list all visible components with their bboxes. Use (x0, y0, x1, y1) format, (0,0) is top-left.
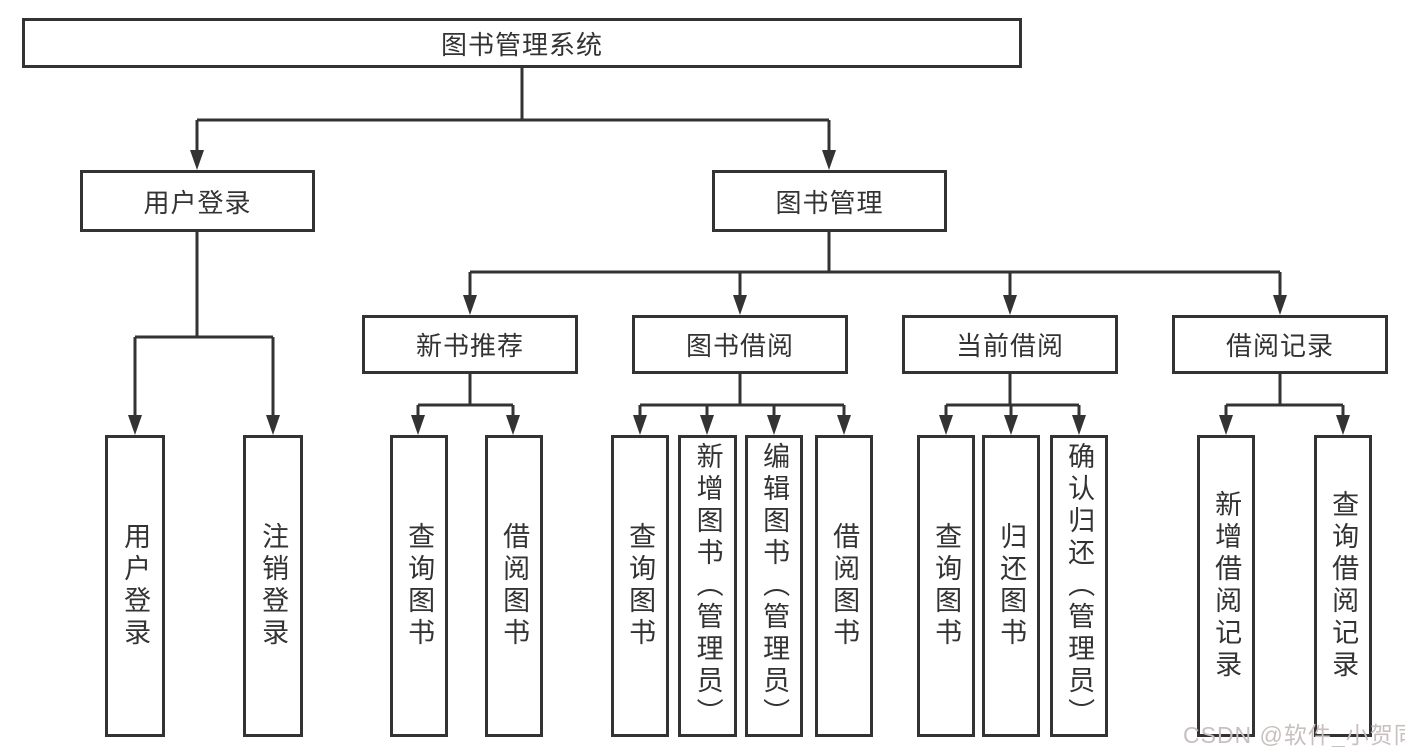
node-current-borrowing: 当前借阅 (902, 315, 1118, 374)
node-root: 图书管理系统 (22, 18, 1022, 68)
arrow-down-icon (506, 415, 520, 435)
arrow-down-icon (1003, 295, 1017, 315)
leaf-bb-edit-books-label: 编辑图书（管理员） (759, 442, 790, 730)
leaf-cb-return-books: 归还图书 (982, 435, 1040, 737)
arrow-down-icon (1004, 415, 1018, 435)
leaf-user-login-label: 用户登录 (120, 522, 151, 650)
arrow-down-icon (1219, 415, 1233, 435)
arrow-down-icon (822, 150, 836, 170)
node-book-borrowing-label: 图书借阅 (685, 331, 794, 361)
leaf-br-query-record: 查询借阅记录 (1314, 435, 1372, 737)
leaf-rec-borrow-books: 借阅图书 (485, 435, 543, 737)
node-book-borrowing: 图书借阅 (632, 315, 848, 374)
leaf-user-login: 用户登录 (105, 435, 165, 737)
arrow-down-icon (1273, 295, 1287, 315)
leaf-bb-query-books-label: 查询图书 (625, 522, 656, 650)
node-new-book-recommend: 新书推荐 (362, 315, 578, 374)
leaf-cb-query-books: 查询图书 (917, 435, 975, 737)
arrow-down-icon (633, 415, 647, 435)
leaf-bb-query-books: 查询图书 (611, 435, 669, 737)
leaf-cb-return-books-label: 归还图书 (996, 522, 1027, 650)
leaf-cb-confirm-return-label: 确认归还（管理员） (1064, 442, 1095, 730)
node-user-login-label: 用户登录 (143, 187, 252, 218)
node-book-management: 图书管理 (712, 170, 947, 232)
leaf-bb-add-books: 新增图书（管理员） (678, 435, 737, 737)
arrow-down-icon (128, 415, 142, 435)
leaf-rec-query-books-label: 查询图书 (404, 522, 435, 650)
arrow-down-icon (190, 150, 204, 170)
arrow-down-icon (1072, 415, 1086, 435)
leaf-bb-edit-books: 编辑图书（管理员） (745, 435, 803, 737)
leaf-cb-query-books-label: 查询图书 (931, 522, 962, 650)
leaf-br-add-record-label: 新增借阅记录 (1211, 490, 1242, 682)
csdn-watermark: CSDN @软件_小贺同学 (1183, 722, 1405, 747)
arrow-down-icon (700, 415, 714, 435)
arrow-down-icon (266, 415, 280, 435)
leaf-rec-borrow-books-label: 借阅图书 (499, 522, 530, 650)
arrow-down-icon (463, 295, 477, 315)
leaf-cb-confirm-return: 确认归还（管理员） (1050, 435, 1108, 737)
node-new-book-recommend-label: 新书推荐 (415, 331, 524, 361)
leaf-bb-borrow-books: 借阅图书 (815, 435, 873, 737)
node-current-borrowing-label: 当前借阅 (955, 331, 1064, 361)
node-book-management-label: 图书管理 (775, 187, 884, 218)
arrow-down-icon (733, 295, 747, 315)
leaf-logout: 注销登录 (243, 435, 303, 737)
leaf-br-query-record-label: 查询借阅记录 (1328, 490, 1359, 682)
node-user-login: 用户登录 (80, 170, 315, 232)
node-borrowing-records-label: 借阅记录 (1225, 331, 1334, 361)
arrow-down-icon (837, 415, 851, 435)
arrow-down-icon (411, 415, 425, 435)
leaf-br-add-record: 新增借阅记录 (1197, 435, 1255, 737)
leaf-logout-label: 注销登录 (258, 522, 289, 650)
node-borrowing-records: 借阅记录 (1172, 315, 1388, 374)
arrow-down-icon (767, 415, 781, 435)
leaf-rec-query-books: 查询图书 (390, 435, 448, 737)
arrow-down-icon (939, 415, 953, 435)
arrow-down-icon (1336, 415, 1350, 435)
leaf-bb-add-books-label: 新增图书（管理员） (692, 442, 723, 730)
node-root-label: 图书管理系统 (440, 29, 603, 60)
leaf-bb-borrow-books-label: 借阅图书 (829, 522, 860, 650)
